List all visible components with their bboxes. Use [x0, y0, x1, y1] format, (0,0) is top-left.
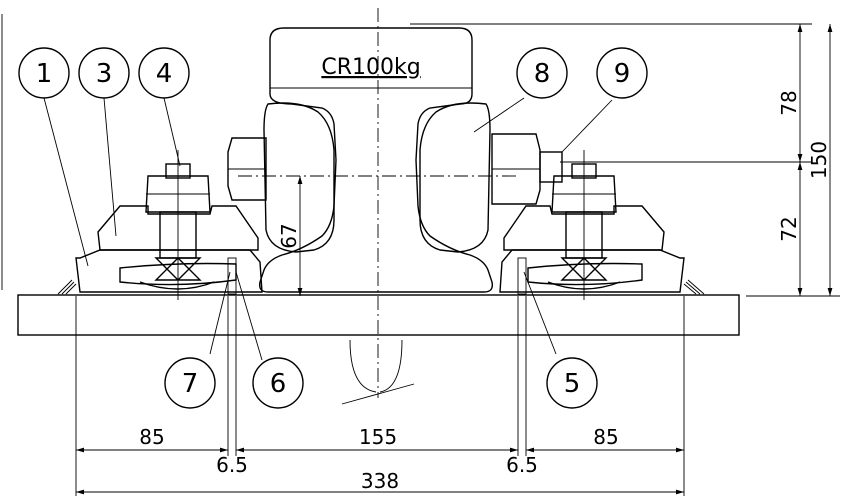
right-spacer [517, 257, 527, 295]
left-horizontal-nut [227, 137, 267, 201]
left-hatch [57, 279, 77, 295]
dim-155: 155 [359, 425, 397, 449]
rail-label: CR100kg [321, 55, 420, 80]
right-hatch [683, 279, 705, 295]
rail-web-shadow [349, 339, 403, 393]
callout-1: 1 [18, 47, 70, 99]
dim-85-left: 85 [139, 425, 164, 449]
svg-text:4: 4 [156, 59, 173, 89]
dim-6-5-right: 6.5 [506, 453, 538, 477]
right-spring-plate [527, 262, 643, 286]
left-spacer [227, 257, 237, 295]
right-horizontal-nut [491, 133, 541, 205]
dim-72: 72 [777, 216, 801, 241]
dim-150: 150 [807, 141, 831, 179]
right-horizontal-bolt [539, 151, 563, 183]
callout-6: 6 [252, 357, 304, 409]
left-base-plate [75, 249, 263, 293]
callout-7: 7 [164, 357, 216, 409]
callout-9: 9 [596, 47, 648, 99]
right-nut [551, 175, 617, 213]
dim-85-right: 85 [593, 425, 618, 449]
left-clip [97, 205, 259, 251]
svg-text:3: 3 [96, 59, 113, 89]
svg-text:5: 5 [564, 369, 581, 399]
callout-3: 3 [78, 47, 130, 99]
base-slab [17, 294, 740, 336]
svg-text:6: 6 [270, 369, 287, 399]
dim-6-5-left: 6.5 [216, 453, 248, 477]
svg-text:9: 9 [614, 59, 631, 89]
right-rail-insulator [419, 102, 491, 253]
dim-338: 338 [361, 469, 399, 493]
svg-text:8: 8 [534, 59, 551, 89]
dim-78: 78 [777, 90, 801, 115]
dim-67: 67 [277, 223, 301, 248]
callout-4: 4 [138, 47, 190, 99]
right-base-plate [499, 249, 685, 293]
svg-text:1: 1 [36, 59, 53, 89]
callout-8: 8 [516, 47, 568, 99]
left-rail-insulator [263, 102, 335, 253]
left-washer [139, 281, 215, 290]
right-clip [503, 205, 665, 251]
callout-leaders [43, 97, 613, 405]
svg-text:7: 7 [182, 369, 199, 399]
left-nut [145, 175, 211, 213]
callout-5: 5 [546, 357, 598, 409]
